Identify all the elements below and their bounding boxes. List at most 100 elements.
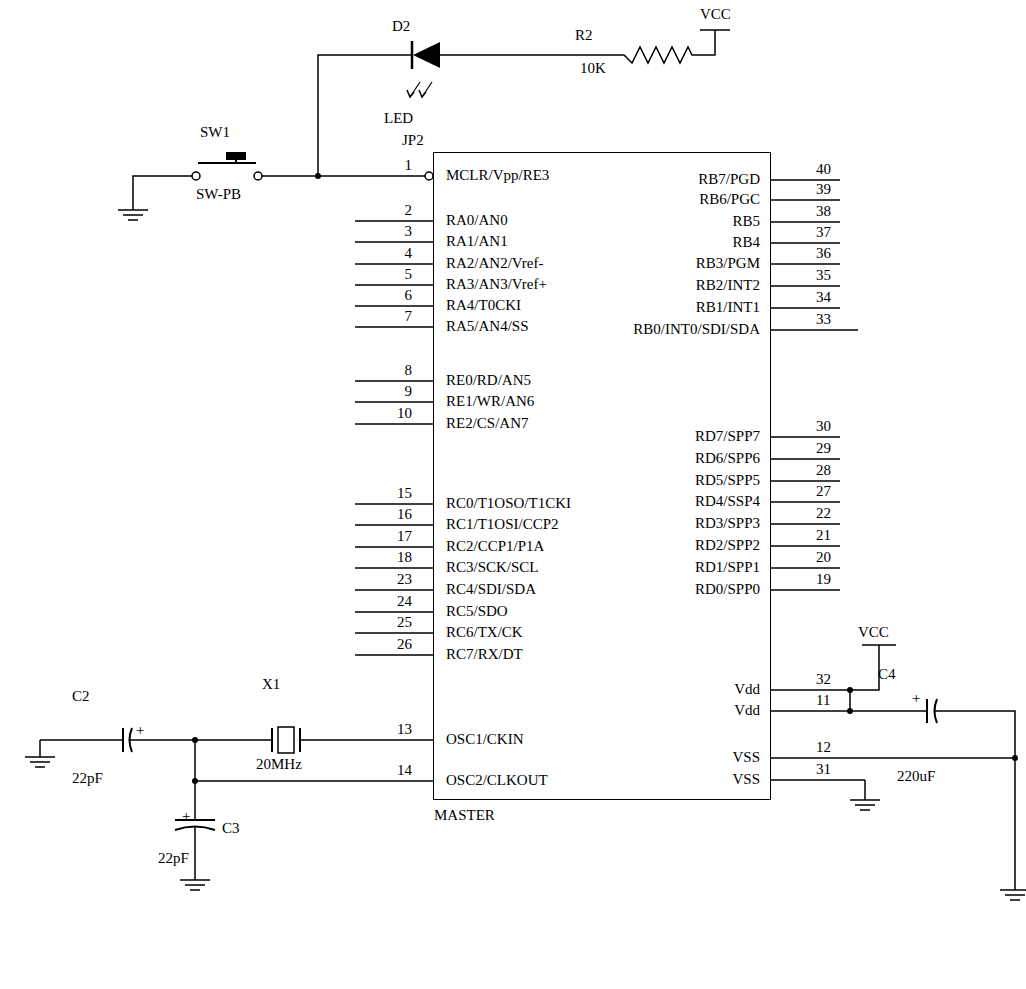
ground-symbol [1010,899,1020,901]
pin-line [771,285,840,287]
pin-name: Vdd [734,681,760,698]
led-arrow [419,90,426,97]
wire [40,739,123,741]
pin-name: RE0/RD/AN5 [446,372,531,389]
pin-number: 30 [816,418,831,435]
pin-name: OSC1/CKIN [446,731,524,748]
pin-name: MCLR/Vpp/RE3 [446,167,549,184]
part-label: X1 [262,676,280,693]
pin-name: RA4/T0CKI [446,297,521,314]
pin-name: RC7/RX/DT [446,646,523,663]
pin-name: RC3/SCK/SCL [446,559,539,576]
diode-symbol [413,42,440,68]
value-label: SW-PB [196,186,241,203]
pin-name: RD0/SPP0 [695,581,760,598]
pin-number: 35 [816,267,831,284]
pin-line [355,780,433,782]
part-label: + [136,722,144,739]
junction-dot [1012,755,1018,761]
supply-label: VCC [700,6,731,23]
pin-line [771,480,840,482]
pin-number: 7 [405,308,413,325]
ground-symbol [1005,894,1025,896]
pin-name: RD3/SPP3 [695,515,760,532]
wire [850,710,926,712]
ground-symbol [860,809,870,811]
wire [130,739,272,741]
pin-number: 21 [816,527,831,544]
chip-label: MASTER [434,807,495,824]
pin-line [771,567,840,569]
pin-line [771,779,865,781]
pin-number: 3 [405,223,413,240]
pin-line [355,567,433,569]
microcontroller-chip: MCLR/Vpp/RE3RA0/AN0RA1/AN1RA2/AN2/Vref-R… [433,152,771,800]
pin-number: 11 [816,692,830,709]
part-label: 22pF [158,850,189,867]
pin-line [355,263,433,265]
pin-number: 34 [816,289,831,306]
pin-name: RB3/PGM [696,255,760,272]
part-label: D2 [392,18,410,35]
switch-contact [192,172,200,180]
pin-line [771,307,840,309]
pin-number: 26 [397,636,412,653]
pin-number: 10 [397,405,412,422]
wire [935,711,1015,890]
pin-name: RD6/SPP6 [695,450,760,467]
pin-number: 4 [405,245,413,262]
pin-name: OSC2/CLKOUT [446,772,548,789]
pin-name: RD7/SPP7 [695,428,760,445]
pin-line [355,739,433,741]
part-label: C4 [878,666,896,683]
pin-number: 25 [397,614,412,631]
pin-line [771,458,840,460]
part-label: JP2 [402,132,424,149]
pin-number: 39 [816,181,831,198]
switch-symbol [198,162,256,164]
wire [195,780,355,782]
pin-number: 13 [397,721,412,738]
capacitor-symbol [122,728,124,752]
part-label: LED [384,110,413,127]
pin-number: 18 [397,549,412,566]
wire [300,739,355,741]
pin-number: 27 [816,483,831,500]
capacitor-symbol [926,699,928,723]
pin-name: RD1/SPP1 [695,559,760,576]
pin-name: RB6/PGC [699,191,760,208]
ground-symbol [123,214,143,216]
pin-name: RE1/WR/AN6 [446,393,534,410]
pin-name: RA2/AN2/Vref- [446,255,543,272]
pin-name: RB2/INT2 [696,277,760,294]
switch-button [226,152,246,160]
pin-line [771,545,840,547]
crystal-symbol [271,728,273,752]
ground-symbol [118,209,148,211]
pin-number: 8 [405,362,413,379]
pin-number: 1 [405,157,413,174]
pin-number: 19 [816,571,831,588]
pin-name: RC4/SDI/SDA [446,581,536,598]
wire [700,30,715,55]
pin-number: 14 [397,762,412,779]
pin-name: RB1/INT1 [696,299,760,316]
pin-name: RA3/AN3/Vref+ [446,276,547,293]
pin-line [771,436,840,438]
wire [262,175,425,177]
pin-number: 17 [397,528,412,545]
pin-line [771,501,840,503]
part-label: + [182,808,190,825]
pin-number: 12 [816,739,831,756]
pin-number: 31 [816,761,831,778]
ground-symbol [35,766,45,768]
pin-number: 40 [816,161,831,178]
part-label: 22pF [72,770,103,787]
pin-number: 2 [405,202,413,219]
wire [440,54,560,56]
pin-line [355,326,433,328]
pin-line [355,220,433,222]
part-label: + [912,690,920,707]
inversion-bubble [425,172,433,180]
